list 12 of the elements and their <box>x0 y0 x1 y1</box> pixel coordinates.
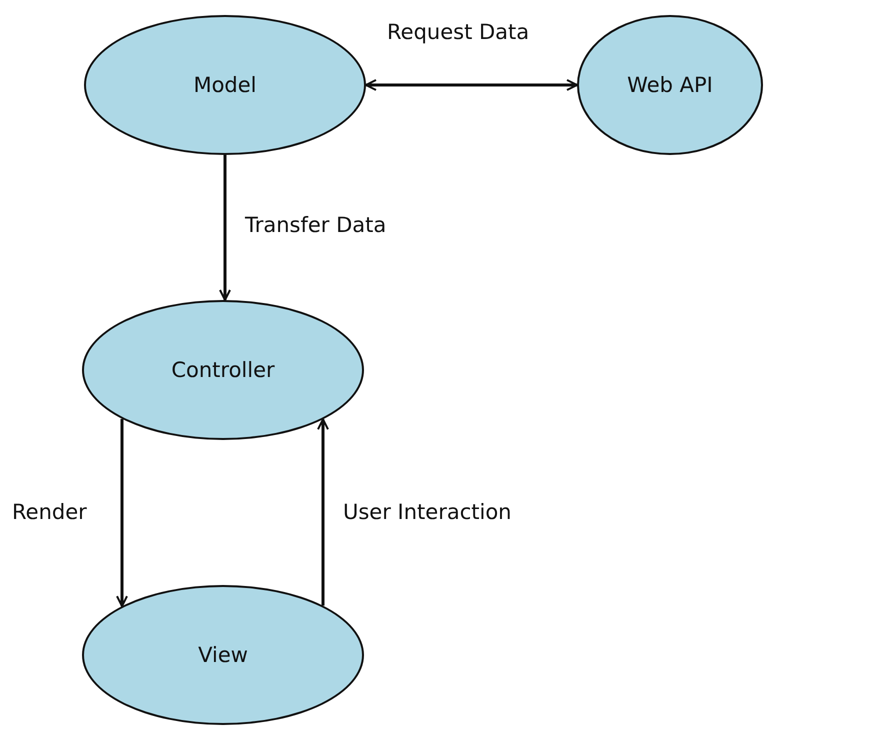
node-label: Controller <box>171 358 275 382</box>
edge-label: Transfer Data <box>245 213 386 237</box>
node-label: View <box>198 643 248 667</box>
arrow <box>219 155 231 301</box>
node-label: Model <box>193 73 257 97</box>
arrow <box>116 418 128 608</box>
arrow <box>365 79 578 91</box>
edge-label: User Interaction <box>343 500 512 524</box>
edge-label: Request Data <box>387 20 530 44</box>
edge-label: Render <box>12 500 87 524</box>
node-label: Web API <box>627 73 713 97</box>
arrow <box>317 418 329 606</box>
